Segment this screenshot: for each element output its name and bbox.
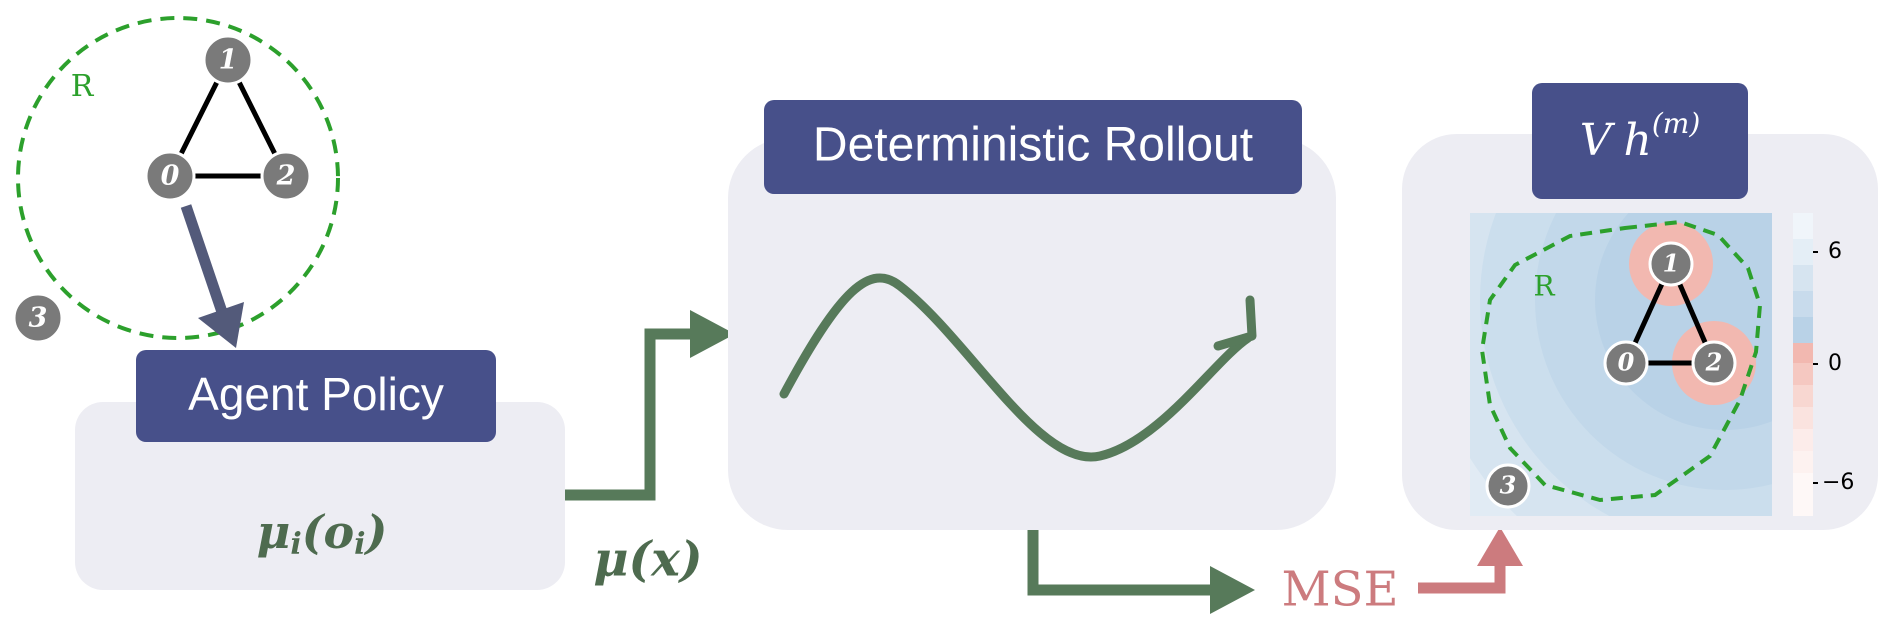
rollout-title-bg [764,100,1302,194]
colorbar-tick-mid: 0 [1828,351,1842,376]
left-graph: R 1 0 2 3 [12,16,340,348]
svg-text:2: 2 [276,161,296,192]
observation-arrow-shaft [180,204,228,314]
value-node-0: 0 [1603,340,1649,386]
node-3: 3 [12,292,64,344]
rollout-panel [728,138,1336,530]
svg-text:1: 1 [1663,249,1680,278]
agent-policy-box: Agent Policy μi(oi) [75,350,565,590]
node-0: 0 [144,150,196,202]
rollout-title: Deterministic Rollout [813,119,1253,172]
svg-text:3: 3 [1500,471,1517,500]
svg-text:1: 1 [219,45,238,76]
agent-policy-title: Agent Policy [188,368,444,420]
agent-policy-title-bg [136,350,496,442]
node-2: 2 [260,150,312,202]
value-node-2: 2 [1691,340,1737,386]
rollout-to-mse-arrow [1027,530,1255,614]
mse-to-value-arrow [1418,527,1523,594]
svg-text:0: 0 [1618,348,1635,377]
agent-policy-formula: μi(oi) [257,505,388,562]
value-node-3: 3 [1485,463,1531,509]
value-title-bg [1532,83,1748,199]
value-radius-label: R [1533,270,1555,303]
colorbar: 6 0 −6 [1793,213,1854,516]
radius-label: R [71,69,95,104]
observation-arrow-head [198,302,244,348]
svg-text:0: 0 [161,161,180,192]
mse-label: MSE [1281,562,1398,618]
colorbar-tick-bottom: −6 [1822,470,1854,495]
policy-to-rollout-arrow [565,310,735,501]
agent-policy-panel [75,402,565,590]
colorbar-tick-top: 6 [1828,239,1842,264]
rollout-box: Deterministic Rollout [728,100,1336,530]
sensing-radius-circle [16,16,340,340]
value-node-1: 1 [1648,241,1694,287]
value-radius-boundary [1479,219,1763,503]
mu-x-label: μ(x) [593,532,702,588]
trajectory-curve [779,273,1253,462]
trajectory-arrow-head [1213,295,1257,351]
svg-text:3: 3 [29,303,48,334]
node-1: 1 [202,34,254,86]
svg-text:2: 2 [1705,348,1723,377]
